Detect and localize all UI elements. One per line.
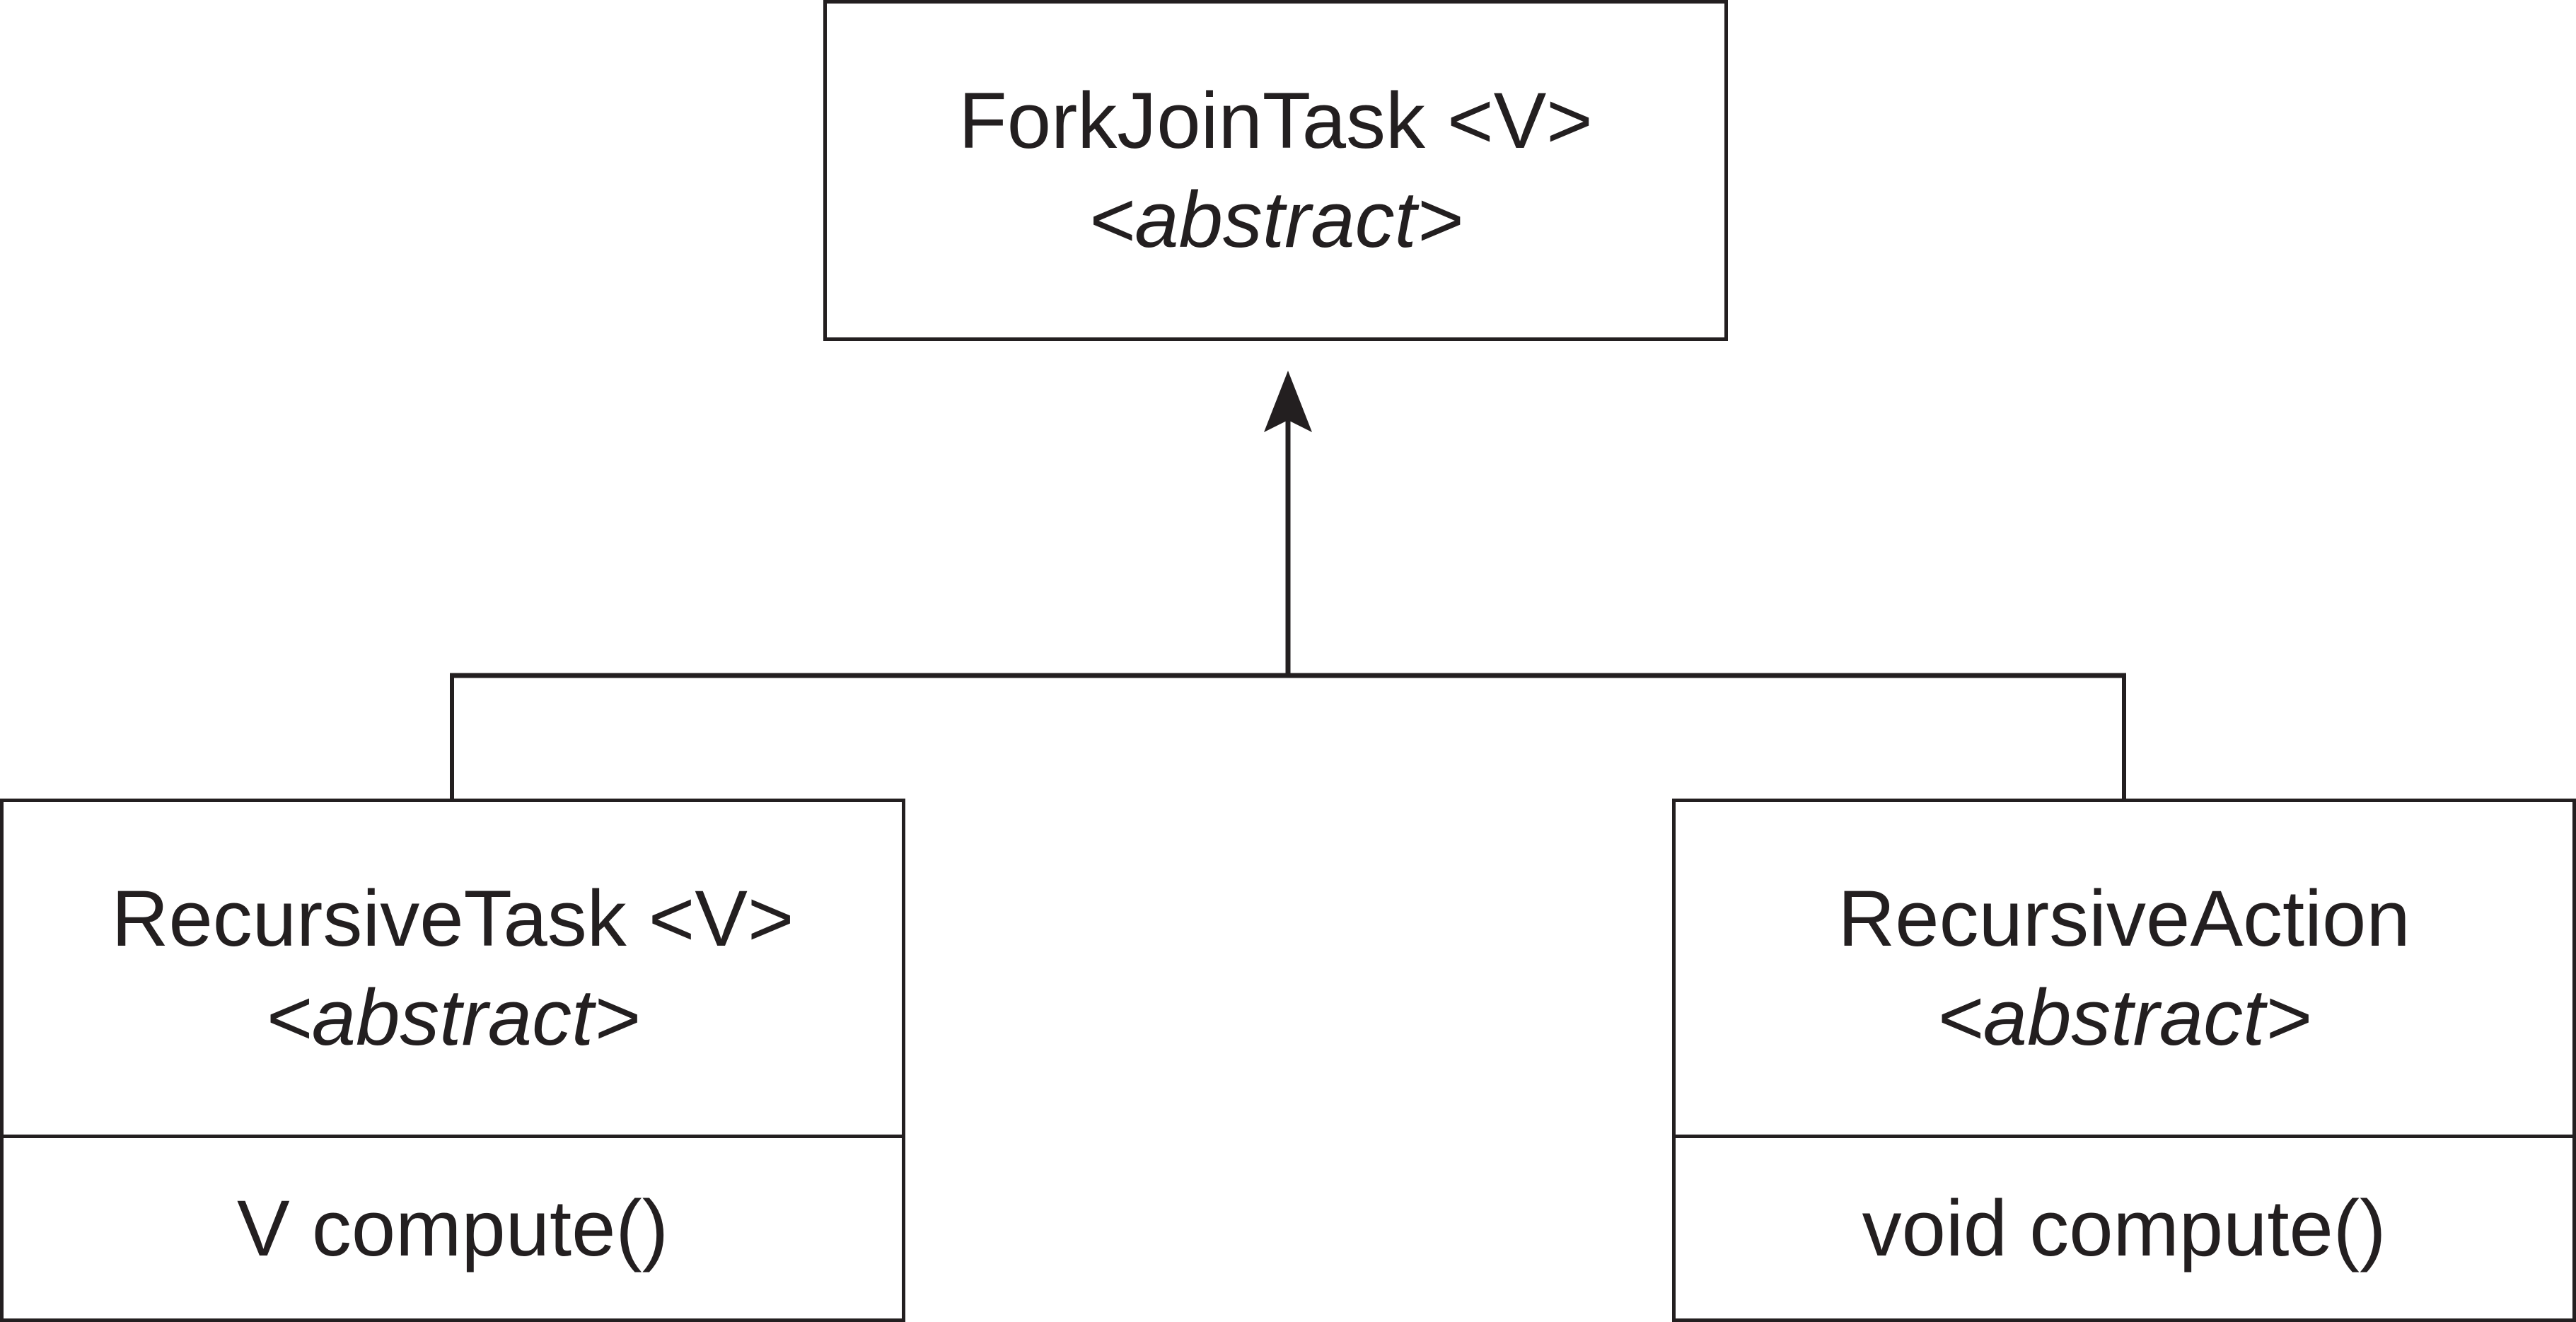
compartment-divider: [1676, 1135, 2572, 1138]
forkjointask-header: ForkJoinTask <V> <abstract>: [827, 4, 1724, 337]
compartment-divider: [4, 1135, 902, 1138]
recursivetask-class-box: RecursiveTask <V> <abstract> V compute(): [0, 799, 905, 1322]
recursiveaction-header: RecursiveAction <abstract>: [1676, 802, 2572, 1135]
stereotype-label: <abstract>: [1937, 973, 2311, 1062]
class-name: ForkJoinTask <V>: [958, 76, 1593, 165]
methods-compartment: void compute(): [1676, 1138, 2572, 1318]
recursivetask-header: RecursiveTask <V> <abstract>: [4, 802, 902, 1135]
methods-compartment: V compute(): [4, 1138, 902, 1318]
inheritance-arrowhead: [1264, 371, 1312, 432]
stereotype-label: <abstract>: [1088, 175, 1463, 264]
class-name: RecursiveAction: [1838, 874, 2410, 963]
method-signature: V compute(): [237, 1183, 668, 1272]
forkjointask-class-box: ForkJoinTask <V> <abstract>: [823, 0, 1728, 341]
class-name: RecursiveTask <V>: [111, 874, 794, 963]
method-signature: void compute(): [1862, 1183, 2386, 1272]
recursiveaction-class-box: RecursiveAction <abstract> void compute(…: [1672, 799, 2576, 1322]
stereotype-label: <abstract>: [265, 973, 640, 1062]
